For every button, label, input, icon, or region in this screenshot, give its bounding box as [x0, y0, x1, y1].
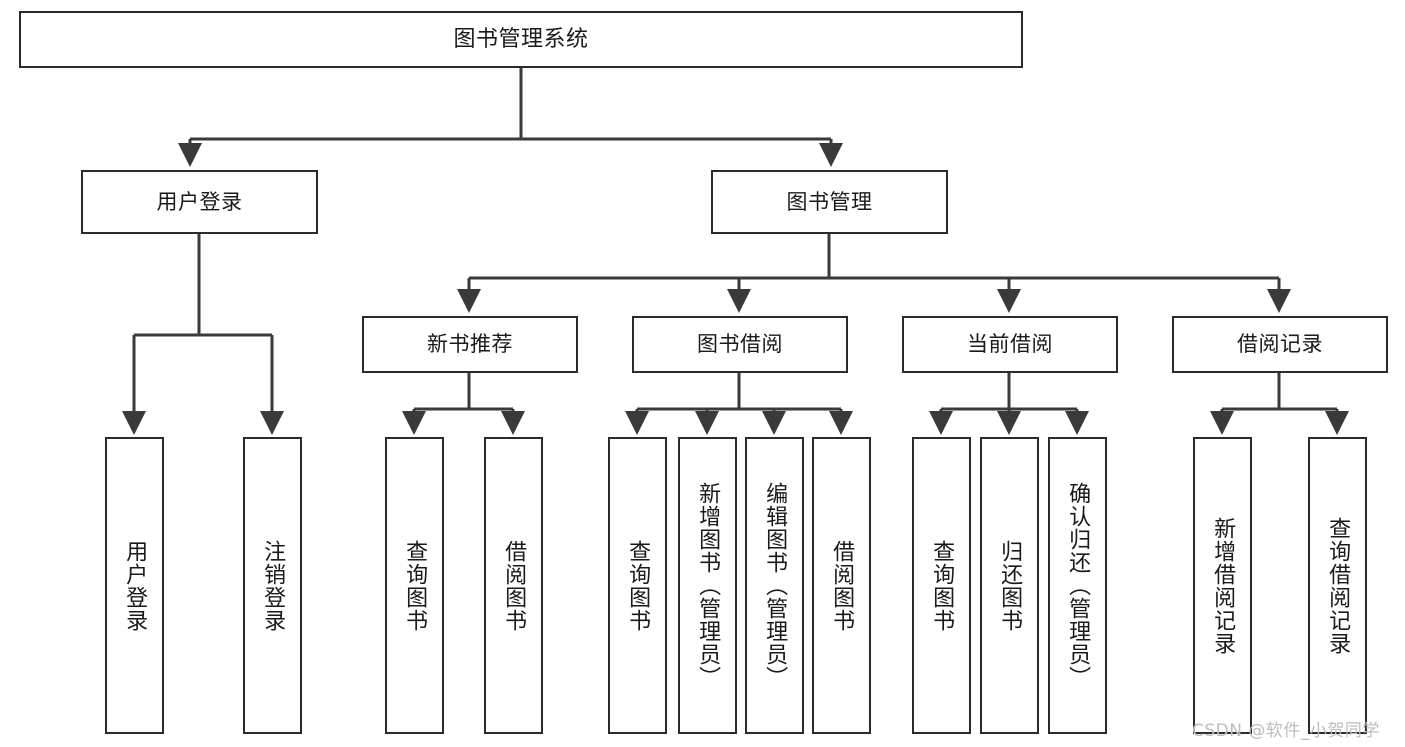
node-label: 归还图书 [997, 539, 1023, 632]
node-label: 图书借阅 [697, 332, 783, 357]
node-label: 查询图书 [402, 539, 428, 632]
leaf-confirm-return-admin[interactable]: 确认归还（管理员） [1048, 437, 1107, 734]
node-current-borrowing[interactable]: 当前借阅 [902, 316, 1118, 373]
leaf-borrow-book-2[interactable]: 借阅图书 [812, 437, 871, 734]
node-label: 新书推荐 [427, 332, 513, 357]
node-label: 图书管理 [786, 189, 873, 214]
leaf-query-book-2[interactable]: 查询图书 [608, 437, 667, 734]
node-label: 新增借阅记录 [1210, 516, 1236, 655]
node-borrowing-records[interactable]: 借阅记录 [1172, 316, 1388, 373]
node-label: 图书管理系统 [453, 26, 589, 52]
node-label: 用户登录 [156, 189, 243, 214]
node-label: 编辑图书（管理员） [762, 482, 788, 689]
leaf-query-book-3[interactable]: 查询图书 [912, 437, 971, 734]
node-label: 借阅图书 [829, 539, 855, 632]
node-label: 查询图书 [929, 539, 955, 632]
node-label: 借阅记录 [1237, 332, 1323, 357]
leaf-edit-book-admin[interactable]: 编辑图书（管理员） [745, 437, 804, 734]
node-label: 当前借阅 [967, 332, 1053, 357]
node-label: 用户登录 [122, 539, 148, 632]
leaf-user-login[interactable]: 用户登录 [105, 437, 164, 734]
node-label: 注销登录 [260, 539, 286, 632]
node-new-book-recommendation[interactable]: 新书推荐 [362, 316, 578, 373]
node-user-login[interactable]: 用户登录 [81, 170, 318, 234]
leaf-add-book-admin[interactable]: 新增图书（管理员） [678, 437, 737, 734]
leaf-query-borrow-record[interactable]: 查询借阅记录 [1308, 437, 1367, 734]
node-book-borrowing[interactable]: 图书借阅 [632, 316, 848, 373]
node-label: 查询借阅记录 [1325, 516, 1351, 655]
node-label: 借阅图书 [501, 539, 527, 632]
node-label: 新增图书（管理员） [695, 482, 721, 689]
node-label: 查询图书 [625, 539, 651, 632]
leaf-query-book-1[interactable]: 查询图书 [385, 437, 444, 734]
leaf-return-book[interactable]: 归还图书 [980, 437, 1039, 734]
leaf-add-borrow-record[interactable]: 新增借阅记录 [1193, 437, 1252, 734]
leaf-logout[interactable]: 注销登录 [243, 437, 302, 734]
node-label: 确认归还（管理员） [1065, 482, 1091, 689]
node-book-management-system[interactable]: 图书管理系统 [19, 11, 1023, 68]
node-book-management[interactable]: 图书管理 [711, 170, 948, 234]
leaf-borrow-book-1[interactable]: 借阅图书 [484, 437, 543, 734]
